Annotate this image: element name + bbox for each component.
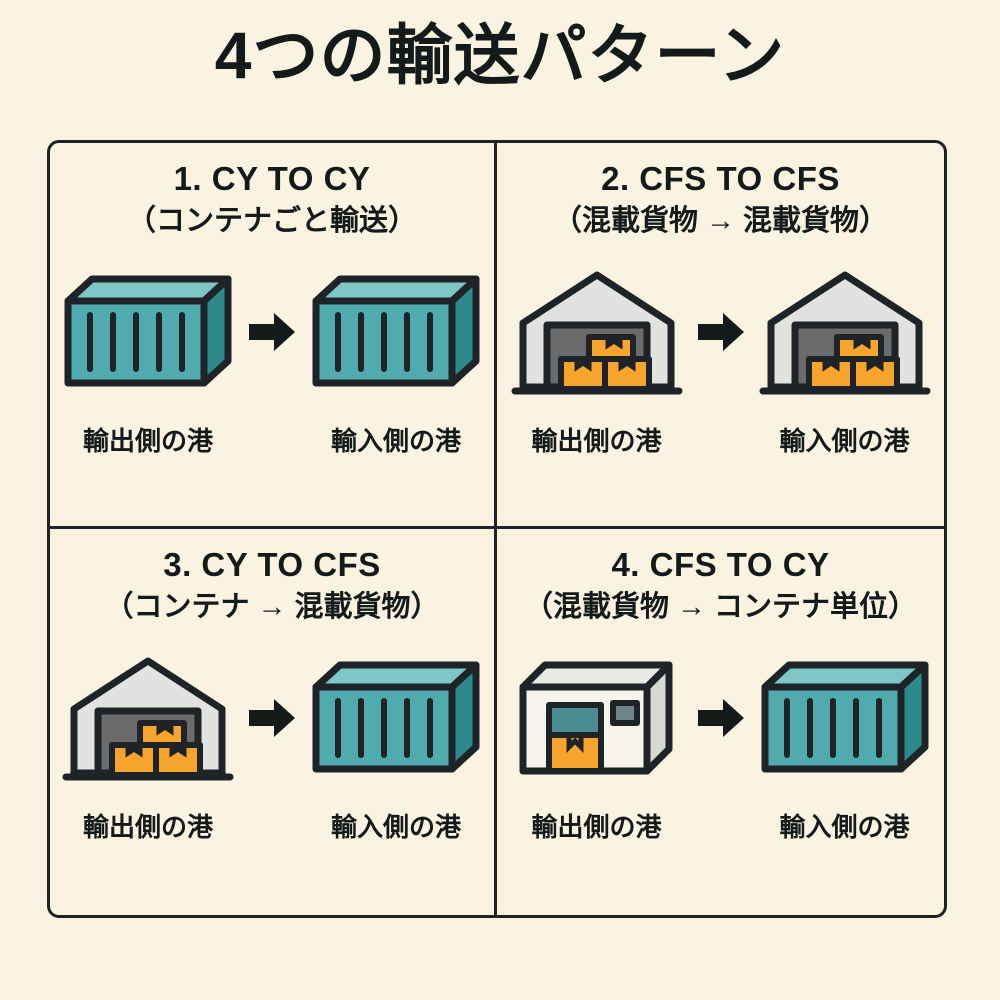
quadrant-2-captions: 輸出側の港 輸入側の港 xyxy=(497,421,944,458)
shipping-container-icon xyxy=(64,275,232,387)
quadrant-3-subtitle: （コンテナ → 混載貨物） xyxy=(104,590,440,623)
quadrant-3-captions: 輸出側の港 輸入側の港 xyxy=(50,807,494,844)
warehouse-with-boxes-icon xyxy=(62,657,234,781)
caption-export-port-1: 輸出側の港 xyxy=(82,425,213,456)
warehouse-with-boxes-icon xyxy=(511,271,682,395)
warehouse-icon-export-3 xyxy=(59,643,237,793)
shipping-container-icon xyxy=(761,661,928,773)
arrow-right-icon xyxy=(249,698,295,737)
caption-import-port-1: 輸入側の港 xyxy=(330,425,461,456)
quadrant-1-captions: 輸出側の港 輸入側の港 xyxy=(50,421,494,458)
warehouse-icon-import-2 xyxy=(756,257,934,407)
container-icon-import-1 xyxy=(307,257,485,407)
caption-export-port-2: 輸出側の港 xyxy=(531,425,662,456)
quadrant-3-illustrations xyxy=(50,643,494,793)
quadrant-4-captions: 輸出側の港 輸入側の港 xyxy=(497,807,944,844)
title-block: 4つの輸送パターン xyxy=(0,18,1000,94)
quadrant-cfs-to-cy: 4. CFS TO CY （混載貨物 → コンテナ単位） xyxy=(497,529,944,915)
quadrant-1-illustrations xyxy=(50,257,494,407)
arrow-cell-4 xyxy=(692,643,750,793)
quadrant-4-heading: 4. CFS TO CY xyxy=(611,546,830,583)
pattern-grid: 1. CY TO CY （コンテナごと輸送） xyxy=(47,140,947,918)
quadrant-3-heading: 3. CY TO CFS xyxy=(163,546,381,583)
arrow-right-icon xyxy=(697,698,744,737)
quadrant-cfs-to-cfs: 2. CFS TO CFS （混載貨物 → 混載貨物） xyxy=(497,143,944,529)
shipping-container-icon xyxy=(312,275,480,387)
container-icon-export-1 xyxy=(59,257,237,407)
caption-export-port-3: 輸出側の港 xyxy=(82,811,213,842)
quadrant-2-subtitle: （混載貨物 → 混載貨物） xyxy=(552,204,889,237)
caption-import-port-3: 輸入側の港 xyxy=(330,811,461,842)
arrow-right-icon xyxy=(697,312,744,351)
quadrant-1-subtitle: （コンテナごと輸送） xyxy=(126,204,417,237)
quadrant-4-subtitle: （混載貨物 → コンテナ単位） xyxy=(523,590,918,623)
arrow-right-icon xyxy=(249,312,295,351)
quadrant-2-heading: 2. CFS TO CFS xyxy=(601,160,840,197)
warehouse-icon-export-2 xyxy=(508,257,686,407)
quadrant-2-illustrations xyxy=(497,257,944,407)
caption-import-port-2: 輸入側の港 xyxy=(779,425,910,456)
arrow-cell-2 xyxy=(692,257,750,407)
cfs-depot-icon-export-4 xyxy=(508,643,686,793)
cfs-depot-box-icon xyxy=(519,661,672,775)
container-icon-import-3 xyxy=(307,643,485,793)
warehouse-with-boxes-icon xyxy=(759,271,930,395)
shipping-container-icon xyxy=(312,661,480,773)
quadrant-1-heading: 1. CY TO CY xyxy=(173,160,371,197)
arrow-cell-3 xyxy=(243,643,301,793)
quadrant-cy-to-cfs: 3. CY TO CFS （コンテナ → 混載貨物） xyxy=(50,529,497,915)
quadrant-cy-to-cy: 1. CY TO CY （コンテナごと輸送） xyxy=(50,143,497,529)
caption-export-port-4: 輸出側の港 xyxy=(531,811,662,842)
page-title: 4つの輸送パターン xyxy=(214,18,786,92)
quadrant-4-illustrations xyxy=(497,643,944,793)
caption-import-port-4: 輸入側の港 xyxy=(779,811,910,842)
container-icon-import-4 xyxy=(756,643,934,793)
arrow-cell-1 xyxy=(243,257,301,407)
